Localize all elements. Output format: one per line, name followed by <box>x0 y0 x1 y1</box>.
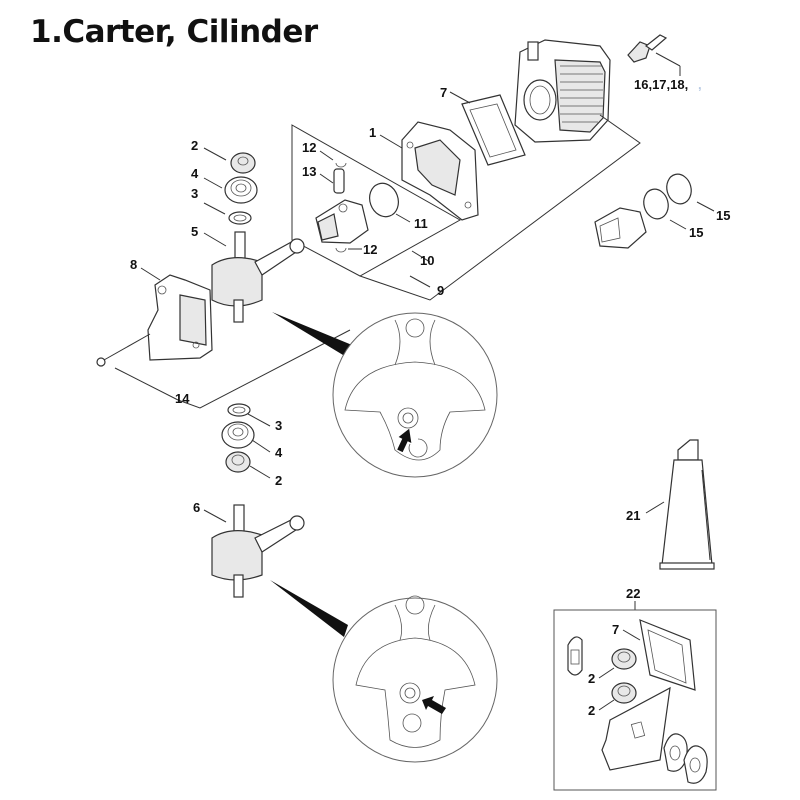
set-heat-shield[interactable] <box>601 686 671 771</box>
detail-pointer-top <box>272 312 352 358</box>
set-cylinder-gasket[interactable] <box>639 619 696 691</box>
grease-tube[interactable] <box>659 439 715 570</box>
callout-gasket: 7 <box>440 85 447 100</box>
callout-piston-pin: 13 <box>302 164 316 179</box>
spark-plug[interactable] <box>627 34 681 76</box>
gasket-set-frame <box>553 609 717 791</box>
piston-ring-single[interactable] <box>365 179 403 221</box>
callout-set-bearing-a: 2 <box>588 671 595 686</box>
callout-washer-bottom: 3 <box>275 418 282 433</box>
callout-ring-b: 15 <box>716 208 730 223</box>
piston-alt[interactable] <box>594 207 647 249</box>
callout-set-bearing-b: 2 <box>588 703 595 718</box>
callout-ball-bearing-bottom: 4 <box>275 445 283 460</box>
set-intake-gasket-a[interactable] <box>663 733 688 772</box>
ball-bearing-bottom[interactable] <box>221 421 255 449</box>
detail-pointer-bottom <box>270 580 348 637</box>
callout-crankshaft-alt: 6 <box>193 500 200 515</box>
piston-ring-b[interactable] <box>664 171 695 206</box>
crankcase[interactable] <box>379 121 479 221</box>
set-bearing-a[interactable] <box>611 648 637 670</box>
callout-piston-ring-single: 11 <box>414 216 428 231</box>
callout-crankcase-half: 8 <box>130 257 137 272</box>
ball-bearing-top[interactable] <box>224 176 258 204</box>
callout-circlip-bottom: 12 <box>363 242 377 257</box>
callout-spark-plug: 16,17,18, <box>634 77 688 92</box>
circlip-top[interactable] <box>335 162 347 168</box>
callout-crankcase: 1 <box>369 125 376 140</box>
callout-ring-a: 15 <box>689 225 703 240</box>
callout-set-gasket: 7 <box>612 622 619 637</box>
piston-pin[interactable] <box>333 168 345 194</box>
callout-bearing-bottom: 2 <box>275 473 282 488</box>
callout-bearing-top: 2 <box>191 138 198 153</box>
washer-bottom[interactable] <box>227 403 251 417</box>
crankshaft[interactable] <box>211 231 305 323</box>
bearing-top[interactable] <box>230 152 256 174</box>
crankshaft-detail-view-top <box>332 312 498 478</box>
cylinder-gasket[interactable] <box>449 91 526 166</box>
callout-grease-tube: 21 <box>626 508 640 523</box>
callout-gasket-set: 22 <box>626 586 640 601</box>
crankcase-half[interactable] <box>147 274 213 361</box>
crankshaft-alt[interactable] <box>211 504 305 598</box>
washer-top[interactable] <box>228 211 252 225</box>
crankshaft-detail-view-bottom <box>332 595 498 763</box>
callout-piston-kit: 10 <box>420 253 434 268</box>
callout-circlip-top: 12 <box>302 140 316 155</box>
callout-ball-bearing-top: 4 <box>191 166 199 181</box>
set-bearing-b[interactable] <box>611 682 637 704</box>
callout-crankshaft: 5 <box>191 224 198 239</box>
page-title: 1.Carter, Cilinder <box>30 14 318 50</box>
piston[interactable] <box>315 199 369 244</box>
bolt[interactable] <box>96 333 151 367</box>
bearing-bottom[interactable] <box>225 451 251 473</box>
callout-washer-top: 3 <box>191 186 198 201</box>
set-muffler-gasket[interactable] <box>567 636 583 676</box>
set-intake-gasket-b[interactable] <box>683 745 708 784</box>
callout-cylinder-kit: 9 <box>437 283 444 298</box>
callout-bolt: 14 <box>175 391 190 406</box>
piston-ring-a[interactable] <box>641 186 672 221</box>
callout-spark-plug-faded: , <box>698 77 702 92</box>
circlip-bottom[interactable] <box>335 247 347 253</box>
cylinder[interactable] <box>514 39 611 143</box>
